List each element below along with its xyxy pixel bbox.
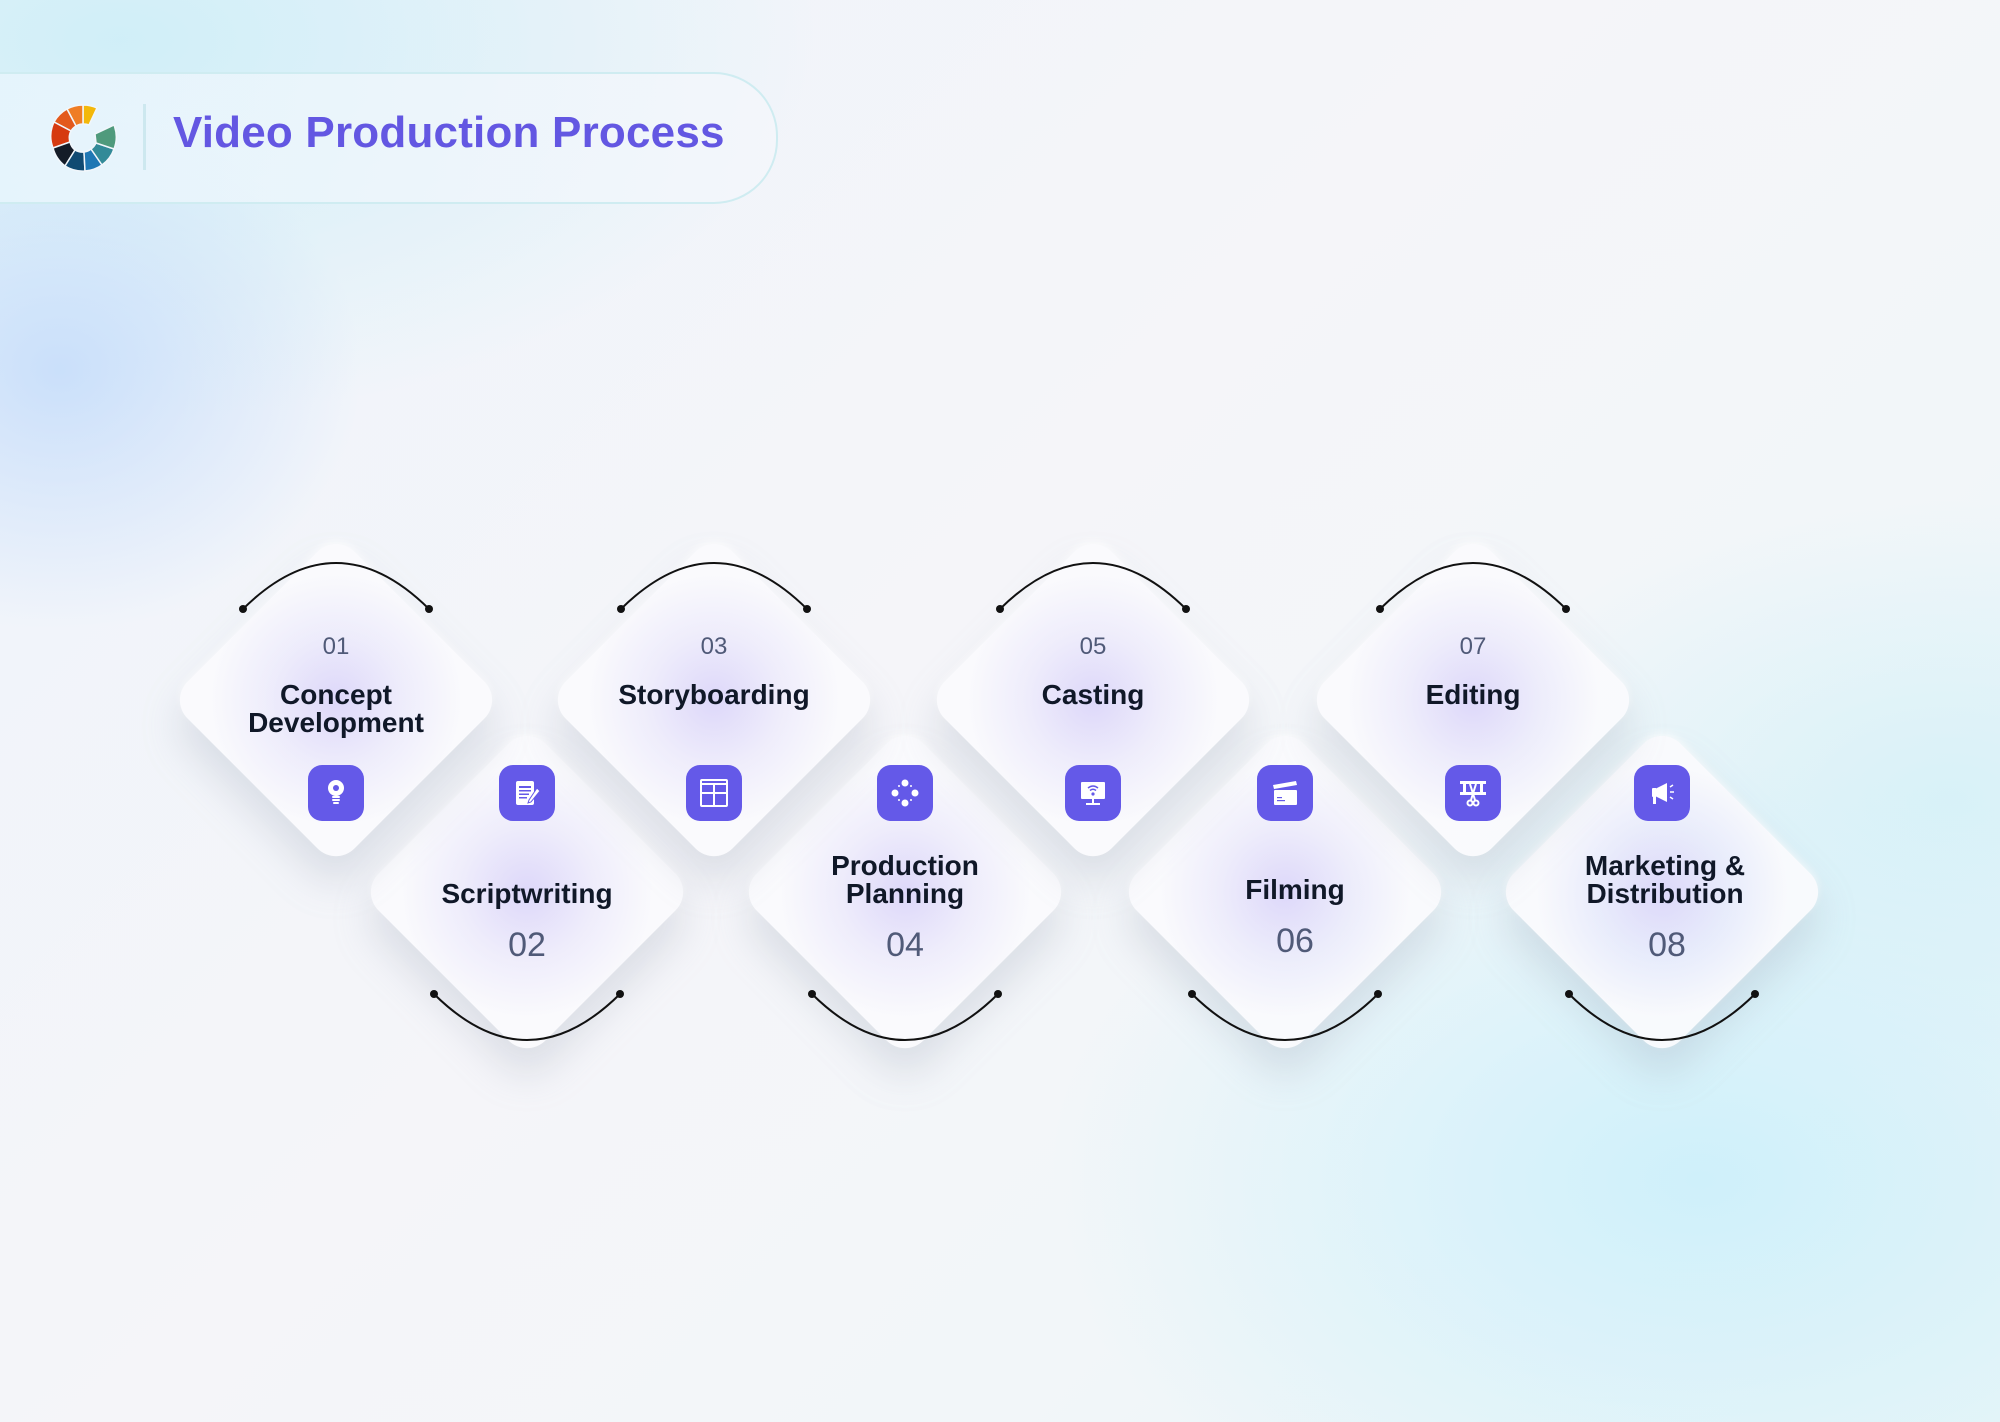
lightbulb-gear-icon (308, 765, 364, 821)
clapperboard-icon (1257, 765, 1313, 821)
storyboard-icon (686, 765, 742, 821)
step-title: Production Planning (775, 852, 1035, 908)
step-title: Editing (1425, 679, 1521, 710)
step-number: 02 (508, 926, 546, 964)
header-divider (143, 104, 146, 170)
planning-cycle-icon (877, 765, 933, 821)
step-title: Marketing & Distribution (1535, 852, 1795, 908)
step-number: 01 (322, 633, 350, 660)
step-title-line: Production (831, 850, 979, 881)
step-title-line: Marketing & (1584, 850, 1746, 881)
step-title: Casting (1041, 679, 1145, 710)
megaphone-icon (1634, 765, 1690, 821)
step-number: 06 (1276, 922, 1314, 960)
film-scissors-icon (1445, 765, 1501, 821)
script-pencil-icon (499, 765, 555, 821)
step-title: Storyboarding (618, 679, 810, 710)
step-number: 08 (1648, 926, 1686, 964)
logo-icon (50, 104, 118, 172)
step-title-line: Development (248, 707, 424, 738)
step-title: Scriptwriting (441, 878, 613, 909)
step-title: Filming (1245, 874, 1345, 905)
step-number: 04 (886, 926, 924, 964)
step-title-line: Planning (845, 878, 965, 909)
monitor-signal-icon (1065, 765, 1121, 821)
step-number: 07 (1459, 633, 1487, 660)
page-title: Video Production Process (173, 108, 725, 157)
step-title: Concept Development (206, 681, 466, 737)
step-number: 03 (700, 633, 728, 660)
step-number: 05 (1079, 633, 1107, 660)
step-title-line: Concept (280, 679, 392, 710)
step-title-line: Distribution (1586, 878, 1744, 909)
header-banner (0, 72, 778, 204)
